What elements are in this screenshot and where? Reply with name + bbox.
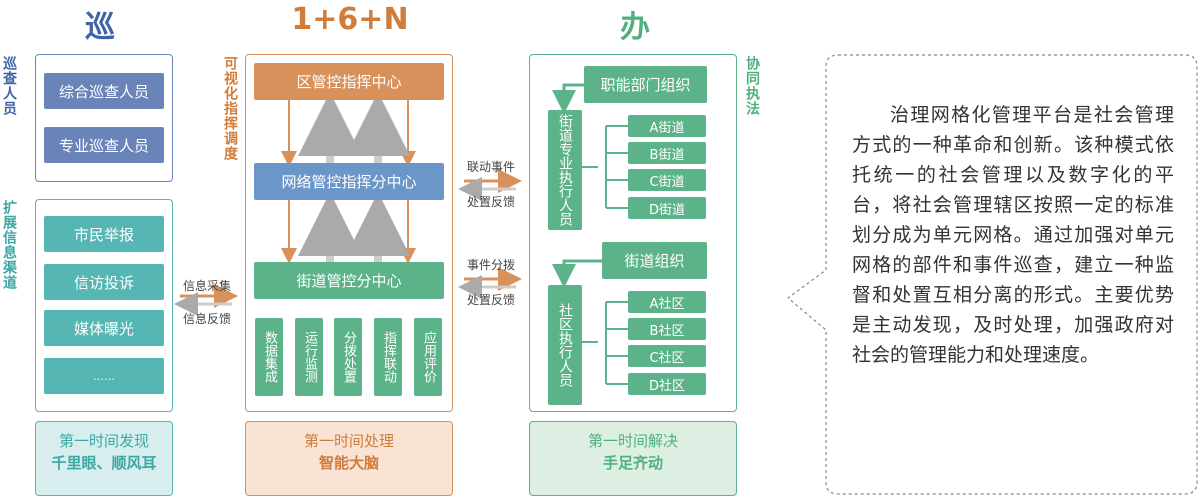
linkage-event-label: 联动事件 (466, 160, 515, 174)
community-d: D社区 (628, 373, 706, 395)
visual-command-label: 可视化指挥调度 (222, 56, 238, 161)
community-staff-box: 社区执行人员 (548, 285, 582, 405)
community-a: A社区 (628, 291, 706, 313)
street-staff-box: 街道专业执行人员 (548, 110, 582, 230)
right-footer-line2: 手足齐动 (602, 454, 663, 472)
patrol-staff-panel: 综合巡查人员 专业巡查人员 (35, 54, 173, 182)
community-c: C社区 (628, 345, 706, 367)
function-operation-monitoring: 运行监测 (295, 318, 323, 396)
patrol-staff-label: 巡查人员 (1, 56, 17, 116)
title-platform: 1+6+N (291, 2, 409, 37)
event-dispatch-label: 事件分拨 (466, 258, 515, 272)
left-footer: 第一时间发现 千里眼、顺风耳 (35, 421, 173, 496)
media-exposure-box: 媒体曝光 (44, 310, 164, 346)
dept-org-box: 职能部门组织 (584, 66, 707, 103)
right-footer-line1: 第一时间解决 (587, 432, 678, 450)
function-application-evaluation: 应用评价 (414, 318, 442, 396)
street-org-box: 街道组织 (602, 242, 707, 279)
more-box: …… (44, 358, 164, 394)
joint-enforcement-label: 协同执法 (744, 56, 760, 116)
network-command-subcenter: 网络管控指挥分中心 (254, 163, 444, 200)
info-feedback-label: 信息反馈 (182, 312, 231, 326)
street-a: A街道 (628, 115, 706, 137)
platform-panel (245, 54, 453, 412)
description-text: 治理网格化管理平台是社会管理方式的一种革命和创新。该种模式依托统一的社会管理以及… (852, 104, 1174, 366)
left-footer-line1: 第一时间发现 (58, 432, 149, 450)
function-command-linkage: 指挥联动 (374, 318, 402, 396)
info-collect-label: 信息采集 (182, 279, 231, 293)
mid-footer-line1: 第一时间处理 (303, 432, 394, 450)
street-b: B街道 (628, 142, 706, 164)
title-handle: 办 (620, 10, 650, 45)
street-c: C街道 (628, 169, 706, 191)
community-b: B社区 (628, 318, 706, 340)
mid-footer-line2: 智能大脑 (318, 454, 379, 472)
title-patrol: 巡 (85, 10, 115, 45)
extended-channels-label: 扩展信息渠道 (1, 200, 17, 290)
right-footer: 第一时间解决 手足齐动 (529, 421, 737, 496)
petition-box: 信访投诉 (44, 264, 164, 300)
district-command-center: 区管控指挥中心 (254, 63, 444, 100)
handling-feedback-label-top: 处置反馈 (466, 195, 515, 209)
function-data-integration: 数据集成 (255, 318, 283, 396)
street-control-subcenter: 街道管控分中心 (254, 262, 444, 299)
mid-footer: 第一时间处理 智能大脑 (245, 421, 453, 496)
handling-feedback-label-bottom: 处置反馈 (466, 293, 515, 307)
street-d: D街道 (628, 197, 706, 219)
citizen-report-box: 市民举报 (44, 216, 164, 252)
channels-panel: 市民举报 信访投诉 媒体曝光 …… (35, 199, 173, 412)
left-footer-line2: 千里眼、顺风耳 (51, 454, 157, 472)
professional-patrol-box: 专业巡查人员 (44, 127, 164, 163)
comprehensive-patrol-box: 综合巡查人员 (44, 73, 164, 109)
enforcement-panel (529, 54, 737, 412)
function-dispatch-handling: 分拨处置 (334, 318, 362, 396)
